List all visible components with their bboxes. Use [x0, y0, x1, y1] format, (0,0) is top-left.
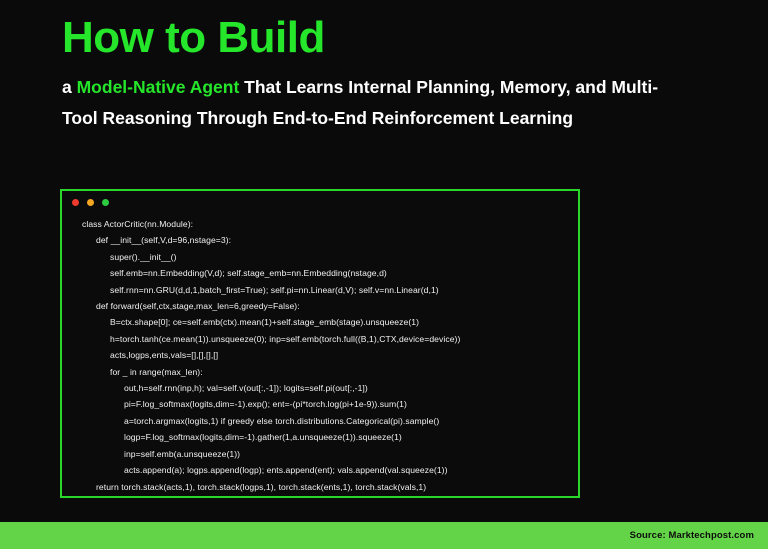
code-line: h=torch.tanh(ce.mean(1)).unsqueeze(0); i… [110, 333, 461, 344]
code-line: for _ in range(max_len): [110, 366, 203, 377]
code-line: class ActorCritic(nn.Module): [82, 219, 194, 229]
code-line: return torch.stack(acts,1), torch.stack(… [96, 481, 427, 492]
code-line: inp=self.emb(a.unsqueeze(1)) [124, 448, 241, 459]
page-title: How to Build [62, 13, 325, 62]
code-line: B=ctx.shape[0]; ce=self.emb(ctx).mean(1)… [110, 317, 420, 328]
code-window-titlebar [62, 191, 578, 213]
code-line: logp=F.log_softmax(logits,dim=-1).gather… [124, 432, 402, 443]
code-line: def __init__(self,V,d=96,nstage=3): [96, 235, 232, 246]
code-line: out,h=self.rnn(inp,h); val=self.v(out[:,… [124, 383, 368, 394]
source-attribution: Source: Marktechpost.com [629, 530, 754, 541]
code-block: class ActorCritic(nn.Module): def __init_… [62, 213, 578, 495]
code-line: acts.append(a); logps.append(logp); ents… [124, 465, 448, 476]
page-subtitle: a Model-Native Agent That Learns Interna… [62, 72, 690, 134]
maximize-window-dot-icon[interactable] [102, 198, 109, 206]
code-window: class ActorCritic(nn.Module): def __init_… [60, 189, 580, 498]
footer-bar: Source: Marktechpost.com [0, 522, 768, 549]
code-line: super().__init__() [110, 251, 177, 262]
close-window-dot-icon[interactable] [72, 198, 79, 206]
header: How to Build a Model-Native Agent That L… [62, 14, 702, 134]
subtitle-highlight: Model-Native Agent [76, 76, 240, 97]
code-line: a=torch.argmax(logits,1) if greedy else … [124, 415, 440, 426]
code-line: self.rnn=nn.GRU(d,d,1,batch_first=True);… [110, 284, 439, 295]
subtitle-rest: That Learns Internal Planning, Memory, a… [62, 76, 659, 128]
subtitle-lead: a [62, 76, 77, 97]
minimize-window-dot-icon[interactable] [87, 198, 94, 206]
code-line: acts,logps,ents,vals=[],[],[],[] [110, 350, 219, 361]
code-line: pi=F.log_softmax(logits,dim=-1).exp(); e… [124, 399, 407, 410]
code-line: self.emb=nn.Embedding(V,d); self.stage_e… [110, 268, 387, 279]
code-line: def forward(self,ctx,stage,max_len=6,gre… [96, 301, 300, 312]
